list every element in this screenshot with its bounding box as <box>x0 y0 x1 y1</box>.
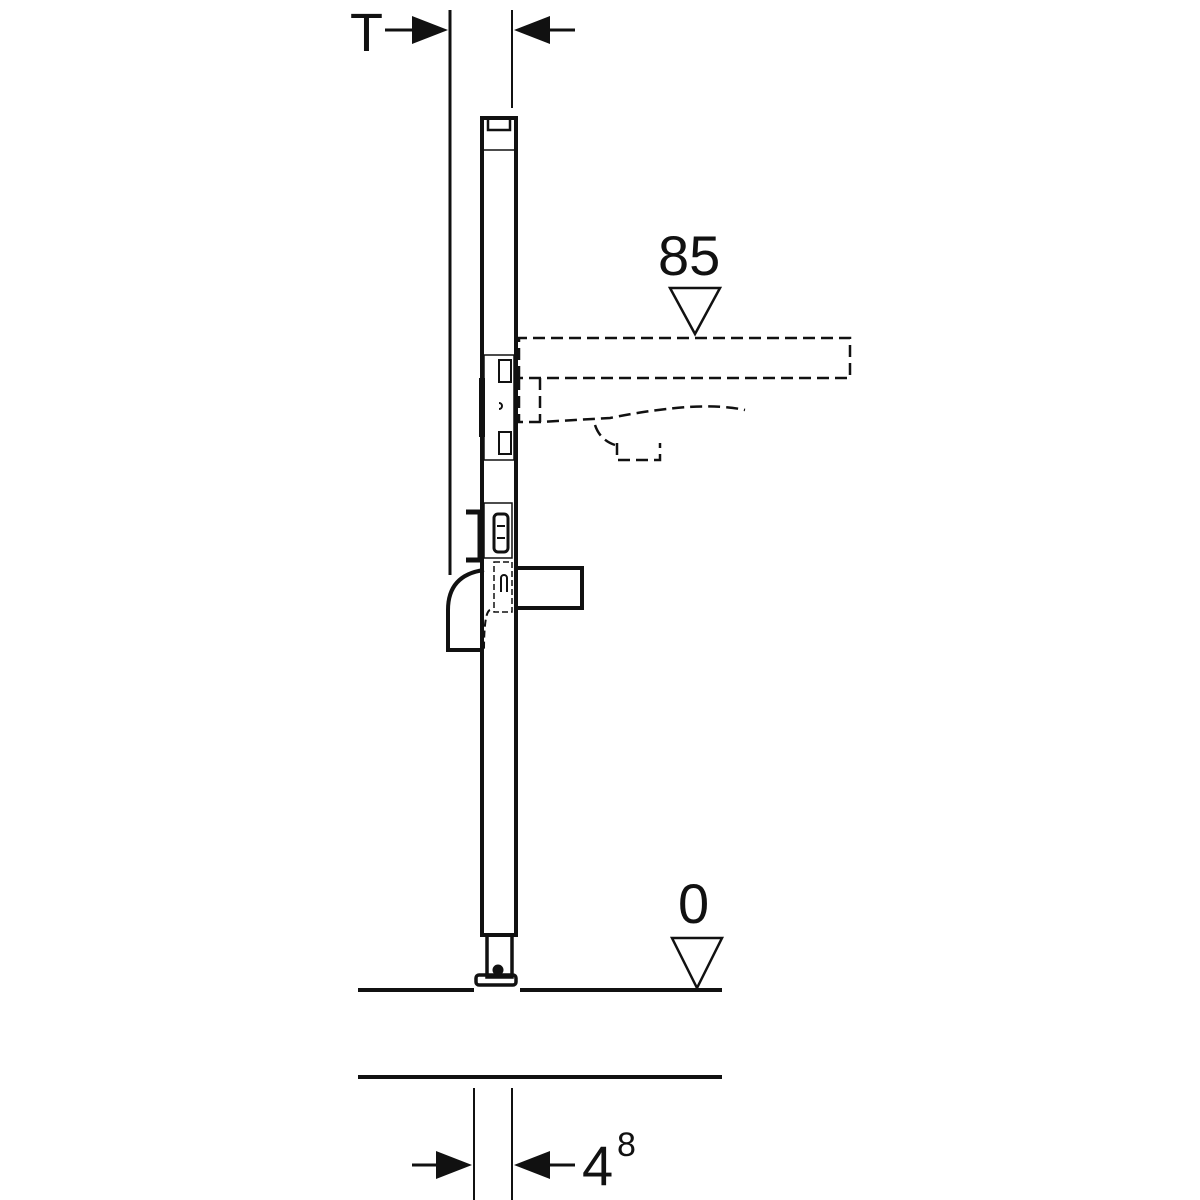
frame-width-superscript: 8 <box>617 1126 636 1164</box>
frame-width-dimension <box>412 1088 575 1200</box>
depth-label: T <box>350 3 383 63</box>
washbasin-outline <box>517 336 852 462</box>
floor-level-marker <box>669 936 725 991</box>
basin-height-label: 85 <box>658 224 721 287</box>
floor-level-label: 0 <box>678 872 710 935</box>
installation-frame <box>446 116 584 987</box>
depth-dimension <box>385 10 575 575</box>
basin-height-marker <box>667 286 723 337</box>
floor-lines <box>358 988 722 1079</box>
frame-width-label: 4 <box>582 1134 614 1197</box>
